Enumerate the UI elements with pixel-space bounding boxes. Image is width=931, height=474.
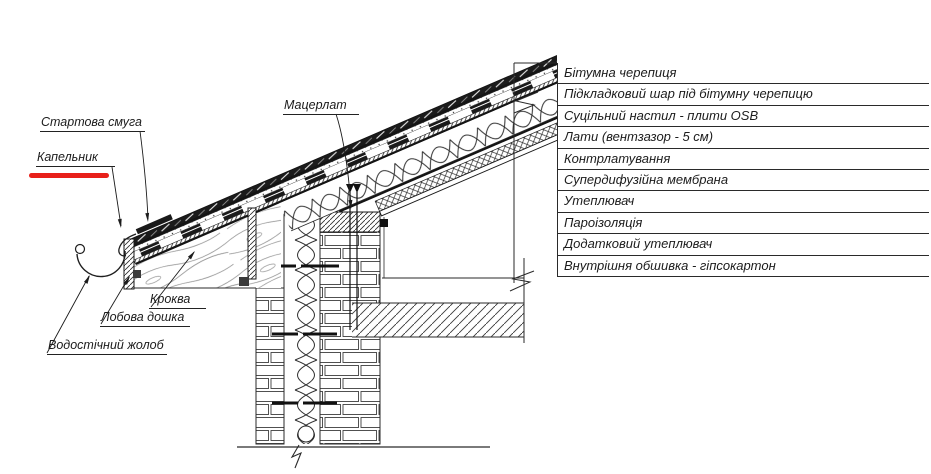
interior-and-slab (352, 212, 535, 343)
roof-assembly (125, 51, 557, 266)
eave-closure-board (247, 207, 257, 280)
slab-break-symbol (509, 270, 535, 292)
outer-brick-leaf (255, 287, 285, 445)
eave-details (74, 207, 257, 290)
gutter (76, 250, 126, 278)
label-vodostichnyi-zholob: Водостічний жолоб (47, 339, 167, 355)
leader-vodostik (46, 275, 90, 354)
leader-startova (139, 130, 149, 220)
leader-lobova (100, 276, 130, 325)
label-krokva: Кроква (149, 293, 206, 309)
anchor-plate (380, 219, 388, 227)
label-startova-smuha: Стартова смуга (40, 116, 146, 132)
membrane-layer (135, 74, 557, 266)
label-mauerlat: Мацерлат (283, 99, 359, 115)
starting-strip (135, 214, 173, 235)
roof-break-symbol (513, 91, 539, 114)
insulation-end-loop (297, 425, 315, 443)
leader-krokva (150, 251, 195, 308)
layer-row-membrane: Супердифузійна мембрана (558, 170, 929, 192)
layer-row-counter-battens: Контрлатування (558, 149, 929, 170)
gypsum-lining-layer (378, 118, 557, 217)
inner-brick-leaf (319, 231, 381, 445)
wall-break-symbol (290, 444, 303, 469)
layer-row-gypsum: Внутрішня обшивка - гіпсокартон (558, 256, 929, 277)
leader-mauerlat (335, 113, 352, 207)
leader-arrowheads (84, 199, 353, 285)
gutter-curl (74, 243, 86, 255)
fascia-board (123, 238, 135, 290)
battens (130, 64, 557, 260)
drip-edge (118, 233, 137, 257)
insulation-layer (279, 75, 557, 231)
layer-row-osb: Суцільний настил - плити OSB (558, 106, 929, 128)
label-lobova-doshka: Лобова дошка (100, 311, 190, 327)
concrete-slab (352, 303, 524, 337)
cavity-insulation (284, 198, 320, 444)
leader-lines (46, 113, 352, 354)
vapor-barrier-layer (338, 103, 557, 213)
red-underline-highlight (29, 173, 109, 178)
section-cut-line (513, 62, 557, 283)
label-kapelnik: Капельник (36, 151, 115, 167)
rafter-wood-grain (134, 203, 281, 288)
layer-row-insulation: Утеплювач (558, 191, 929, 213)
roof-layers-table: Бітумна черепиця Підкладковий шар під бі… (557, 63, 929, 277)
layer-row-additional-insulation: Додатковий утеплювач (558, 234, 929, 256)
underlayment-layer (128, 58, 557, 249)
layer-row-shingles: Бітумна черепиця (558, 63, 929, 85)
layer-row-vapor-barrier: Пароізоляція (558, 213, 929, 235)
layer-row-battens: Лати (вентзазор - 5 см) (558, 127, 929, 149)
layer-row-underlayment: Підкладковий шар під бітумну черепицю (558, 84, 929, 106)
leader-kapelnik (111, 166, 122, 227)
